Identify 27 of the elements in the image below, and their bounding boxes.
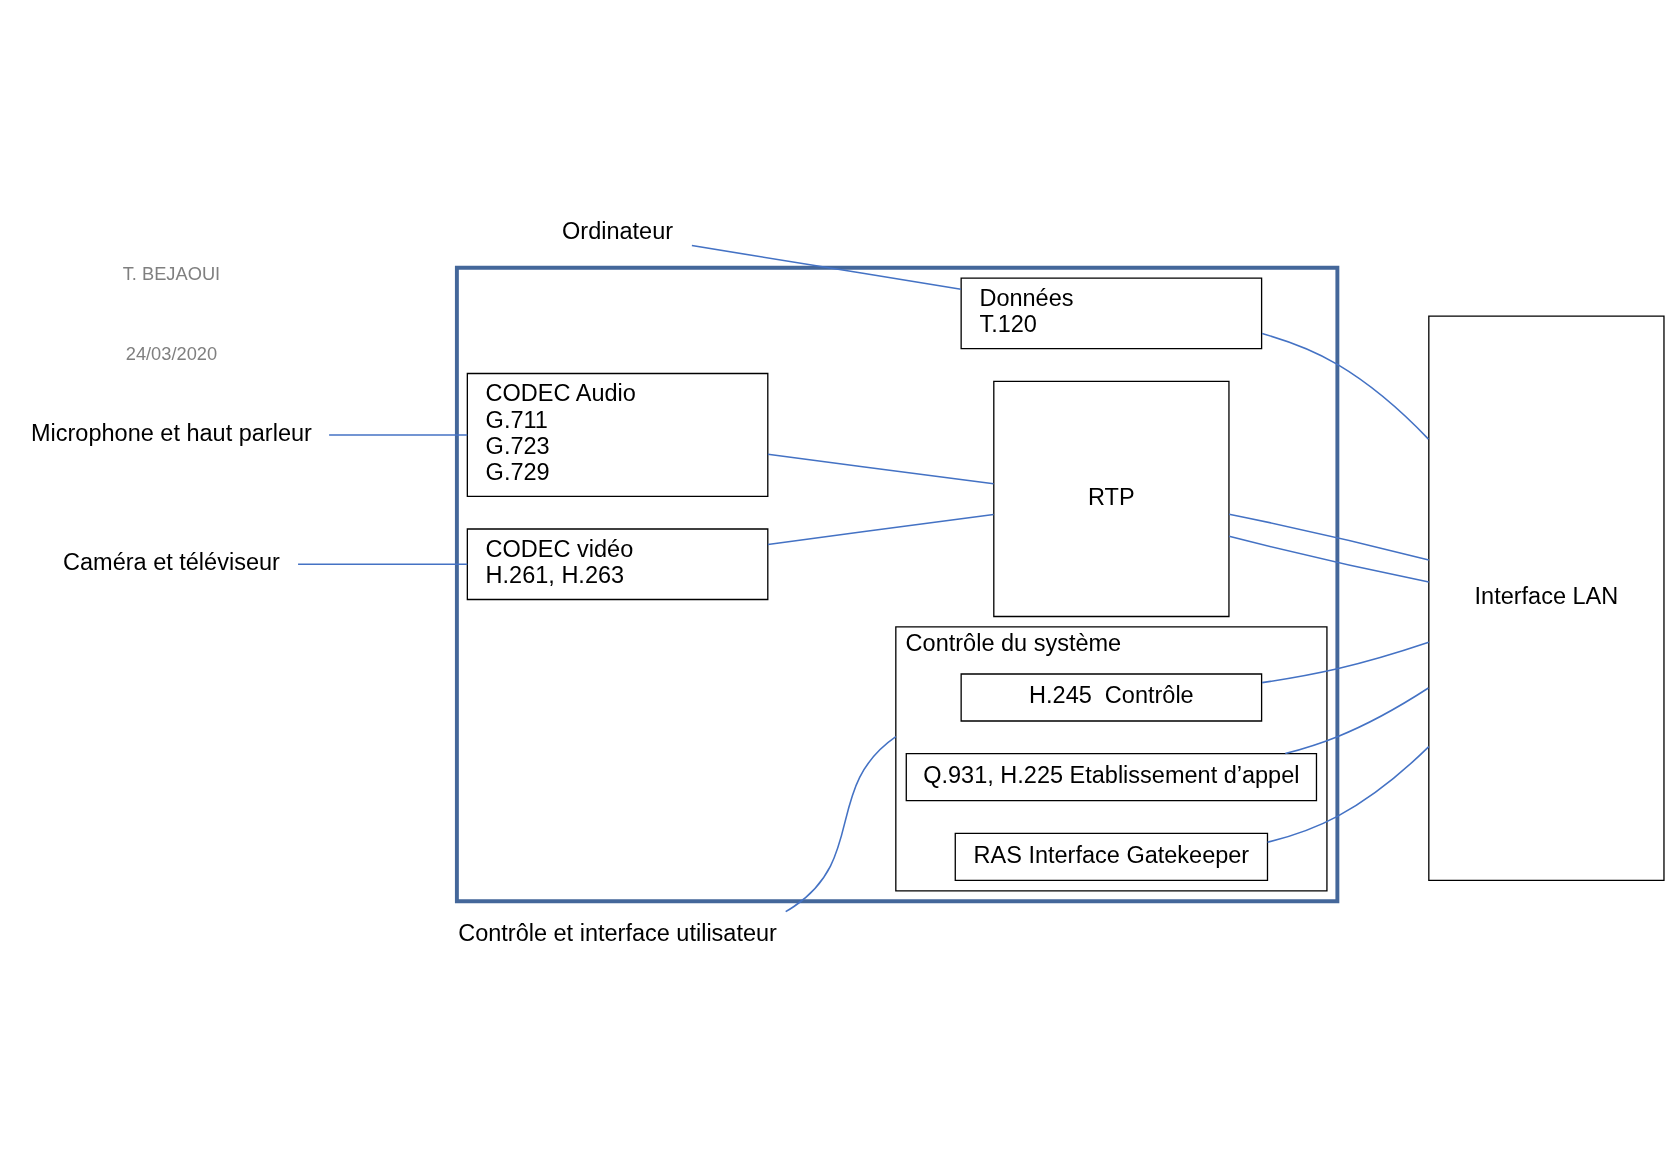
connector <box>784 735 897 912</box>
node-box: Interface LAN <box>1428 314 1665 881</box>
connector <box>691 244 962 290</box>
connector <box>767 453 995 485</box>
node-box: RTP <box>993 380 1230 617</box>
node-box: Données T.120 <box>960 277 1263 349</box>
connector <box>1261 641 1430 683</box>
node-text: Contrôle et interface utilisateur <box>458 919 777 946</box>
node-box: CODEC vidéo H.261, H.263 <box>466 527 769 600</box>
cluster <box>454 265 1340 903</box>
connector <box>767 513 995 545</box>
node-text: Caméra et téléviseur <box>63 548 280 575</box>
connector <box>1284 686 1430 754</box>
node-text: Ordinateur <box>562 217 674 244</box>
node-text: Microphone et haut parleur <box>31 419 312 446</box>
node-box: Q.931, H.225 Etablissement d’appel <box>905 752 1318 801</box>
connector <box>328 433 469 436</box>
connector <box>1266 745 1430 843</box>
connector <box>1228 534 1430 583</box>
label: 24/03/2020 <box>125 342 218 364</box>
node-box: H.245 Contrôle <box>960 672 1263 722</box>
connector <box>1261 332 1430 440</box>
node-box: RAS Interface Gatekeeper <box>954 832 1269 881</box>
node-box: CODEC Audio G.711 G.723 G.729 <box>466 372 769 497</box>
connector <box>1228 512 1430 561</box>
label: T. BEJAOUI <box>122 262 221 284</box>
connector <box>297 562 469 565</box>
